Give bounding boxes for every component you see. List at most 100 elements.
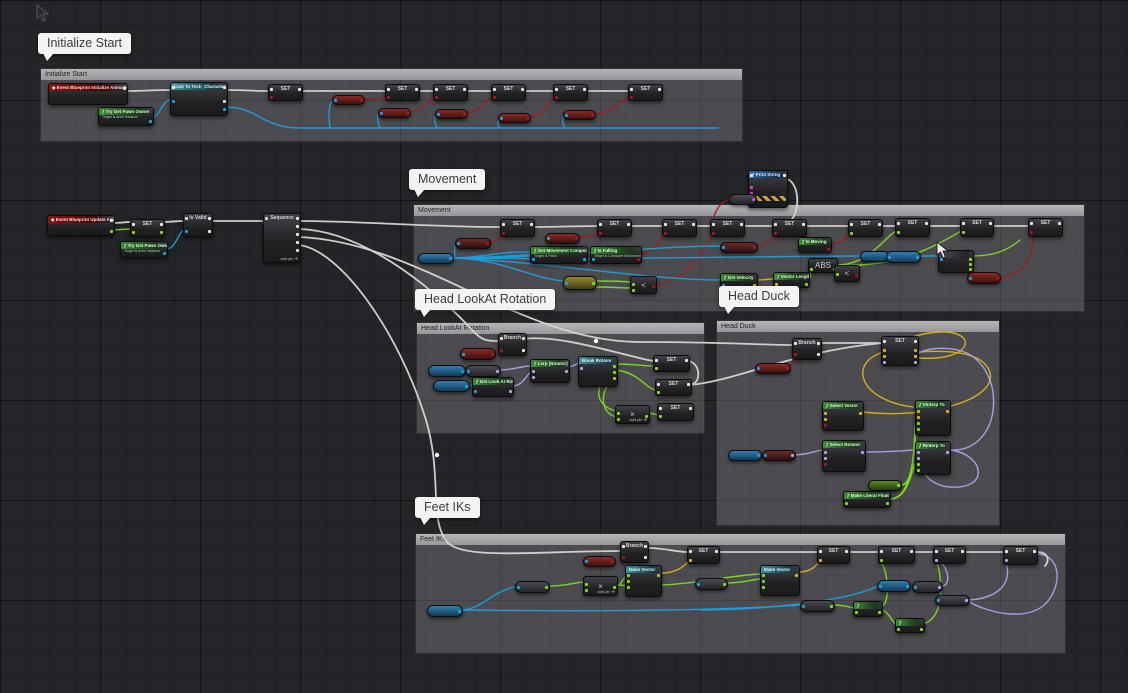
pin-e[interactable] [599, 223, 602, 226]
pin-b[interactable] [491, 353, 494, 356]
set-node[interactable]: SET [960, 218, 994, 237]
float-variable-get[interactable] [563, 276, 597, 290]
pin-r[interactable] [509, 390, 512, 393]
pin-b[interactable] [360, 99, 363, 102]
pin-o[interactable] [722, 246, 725, 249]
pin-o[interactable] [185, 230, 188, 233]
compare-node[interactable]: < [834, 265, 860, 282]
pin-o[interactable] [937, 599, 940, 602]
float-variable-get[interactable] [868, 480, 902, 491]
pin-e[interactable] [910, 550, 913, 553]
pin-f[interactable] [632, 283, 635, 286]
is-moving[interactable]: ƒ Is Moving [798, 237, 832, 253]
comment-box[interactable]: Feet IKs [415, 533, 1066, 654]
pin-e[interactable] [1005, 550, 1008, 553]
set-node[interactable]: SET [710, 219, 745, 237]
pin-f[interactable] [617, 412, 620, 415]
pin-b[interactable] [996, 277, 999, 280]
pin-f[interactable] [845, 502, 848, 505]
make-literal-float[interactable]: ƒ Make Literal Float [843, 491, 891, 508]
pin-r[interactable] [791, 454, 794, 457]
pin-e[interactable] [530, 223, 533, 226]
pin-b[interactable] [406, 112, 409, 115]
pin-e[interactable] [435, 88, 438, 91]
bool-variable-get[interactable] [583, 556, 616, 567]
pin-b[interactable] [575, 237, 578, 240]
pin-b[interactable] [599, 232, 602, 235]
pin-e[interactable] [172, 86, 175, 89]
pin-e[interactable] [521, 88, 524, 91]
pin-f[interactable] [920, 628, 923, 631]
pin-e[interactable] [296, 249, 299, 252]
pin-v[interactable] [824, 418, 827, 421]
pin-f[interactable] [132, 231, 135, 234]
pin-e[interactable] [657, 383, 660, 386]
pin-f[interactable] [613, 371, 616, 374]
pin-e[interactable] [387, 88, 390, 91]
pin-b[interactable] [526, 117, 529, 120]
bool-variable-get[interactable] [755, 363, 791, 374]
sequence-node[interactable]: Sequenceadd pin ✛ [263, 213, 301, 263]
pin-e[interactable] [817, 342, 820, 345]
pin-e[interactable] [925, 222, 928, 225]
pin-f[interactable] [917, 463, 920, 466]
pin-o[interactable] [474, 390, 477, 393]
rotator-variable-get[interactable] [912, 581, 943, 593]
pin-b[interactable] [794, 353, 797, 356]
pin-b[interactable] [824, 463, 827, 466]
pin-v[interactable] [819, 559, 822, 562]
pin-e[interactable] [962, 222, 965, 225]
pin-e[interactable] [223, 100, 226, 103]
pin-r[interactable] [914, 361, 917, 364]
pin-o[interactable] [449, 257, 452, 260]
pin-e[interactable] [270, 88, 273, 91]
vinterp-to[interactable]: ƒ VInterp To [915, 400, 951, 436]
pin-o[interactable] [458, 610, 461, 613]
pin-f[interactable] [645, 415, 648, 418]
pin-e[interactable] [110, 219, 113, 222]
pin-f[interactable] [659, 415, 662, 418]
add-pin-button[interactable]: add pin ✛ [597, 589, 615, 594]
pin-e[interactable] [655, 359, 658, 362]
pin-e[interactable] [265, 217, 268, 220]
object-variable-get[interactable] [418, 253, 454, 264]
pin-e[interactable] [622, 545, 625, 548]
pin-e[interactable] [750, 174, 753, 177]
pin-b[interactable] [591, 114, 594, 117]
multiply-node[interactable]: ×add pin ✛ [583, 576, 618, 596]
comment-title-bar[interactable]: Initialize Start [41, 69, 742, 80]
set-node[interactable]: SET [881, 336, 919, 366]
pin-b[interactable] [824, 424, 827, 427]
try-get-pawn-owner[interactable]: ƒ Try Get Pawn OwnerTarget is Anim Insta… [98, 107, 154, 126]
set-node[interactable]: SET [1028, 218, 1063, 237]
pin-e[interactable] [692, 223, 695, 226]
pin-e[interactable] [802, 223, 805, 226]
pin-e[interactable] [687, 383, 690, 386]
pin-o[interactable] [583, 258, 586, 261]
pin-e[interactable] [794, 342, 797, 345]
comment-title-bar[interactable]: Head Duck [717, 321, 999, 332]
pin-f[interactable] [762, 574, 765, 577]
pin-e[interactable] [296, 241, 299, 244]
bool-variable-get[interactable] [498, 113, 531, 123]
pin-v[interactable] [859, 412, 862, 415]
object-variable-get[interactable] [728, 450, 762, 461]
bool-variable-get[interactable] [460, 348, 496, 360]
pin-o[interactable] [465, 385, 468, 388]
pin-f[interactable] [878, 611, 881, 614]
pin-e[interactable] [658, 88, 661, 91]
pin-f[interactable] [855, 611, 858, 614]
pin-f[interactable] [886, 502, 889, 505]
pin-b[interactable] [712, 232, 715, 235]
pin-b[interactable] [630, 96, 633, 99]
pin-f[interactable] [880, 559, 883, 562]
pin-b[interactable] [387, 96, 390, 99]
pin-f[interactable] [830, 605, 833, 608]
set-node[interactable]: SET [130, 219, 165, 237]
pin-v[interactable] [917, 410, 920, 413]
pin-e[interactable] [1033, 550, 1036, 553]
pin-b[interactable] [270, 96, 273, 99]
pin-e[interactable] [689, 550, 692, 553]
pin-e[interactable] [493, 88, 496, 91]
set-node[interactable]: SET [655, 379, 692, 396]
